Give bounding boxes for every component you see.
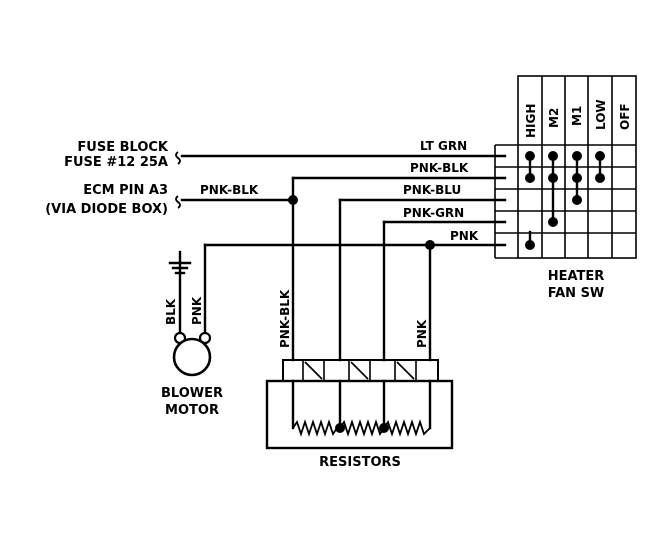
pnk-label: PNK [450, 229, 479, 243]
ecm-connector-symbol [175, 195, 181, 209]
pnk-blk-vertical-label: PNK-BLK [278, 289, 292, 348]
pnk-blu-label: PNK-BLU [403, 183, 461, 197]
fuse-number-text: FUSE #12 25A [64, 155, 168, 170]
diode-box-text: (VIA DIODE BOX) [45, 202, 168, 217]
fan-sw-label: FAN SW [548, 286, 605, 301]
contact-low-1 [595, 151, 605, 161]
contact-low-2 [595, 173, 605, 183]
contact-high-3 [525, 240, 535, 250]
resistor-element-3 [383, 419, 431, 437]
thermal-limiter-1 [304, 361, 323, 380]
lt-grn-label: LT GRN [420, 139, 467, 153]
heater-label: HEATER [548, 269, 605, 284]
resistors-label: RESISTORS [319, 455, 401, 470]
fuse-block-text: FUSE BLOCK [77, 140, 169, 155]
pnk-motor-label: PNK [190, 296, 204, 325]
switch-position-high: HIGH [524, 104, 538, 138]
pnk-grn-label: PNK-GRN [403, 206, 464, 220]
resistor-element-2 [339, 419, 385, 437]
contact-high-2 [525, 173, 535, 183]
resistor-element-1 [292, 419, 340, 437]
blk-label: BLK [164, 298, 178, 325]
blower-motor-icon [172, 337, 212, 377]
contact-m2-3 [548, 217, 558, 227]
contact-m1-2 [572, 173, 582, 183]
thermal-limiter-3 [396, 361, 415, 380]
resistor-node-2 [379, 423, 389, 433]
resistor-block [265, 359, 454, 450]
ecm-pin-label: ECM PIN A3 (VIA DIODE BOX) [45, 183, 168, 217]
fuse-connector-symbol [175, 151, 181, 165]
contact-m2-1 [548, 151, 558, 161]
splice-pnk-blk [288, 195, 298, 205]
contact-m1-3 [572, 195, 582, 205]
fuse-block-label: FUSE BLOCK FUSE #12 25A [64, 140, 169, 170]
contact-m1-1 [572, 151, 582, 161]
pnk-blk-left-label: PNK-BLK [200, 183, 259, 197]
switch-position-low: LOW [594, 99, 608, 130]
motor-label: MOTOR [165, 403, 219, 418]
blower-label: BLOWER [161, 386, 223, 401]
contact-high-1 [525, 151, 535, 161]
switch-position-off: OFF [618, 103, 632, 130]
ecm-pin-text: ECM PIN A3 [83, 183, 168, 198]
switch-position-m2: M2 [547, 108, 561, 128]
thermal-limiter-2 [350, 361, 369, 380]
switch-position-m1: M1 [570, 106, 584, 126]
heater-fan-switch: HIGH M2 M1 LOW OFF [494, 75, 637, 259]
splice-pnk [425, 240, 435, 250]
pnk-vertical-label: PNK [415, 319, 429, 348]
pnk-blk-label: PNK-BLK [410, 161, 469, 175]
resistor-node-1 [335, 423, 345, 433]
contact-m2-2 [548, 173, 558, 183]
